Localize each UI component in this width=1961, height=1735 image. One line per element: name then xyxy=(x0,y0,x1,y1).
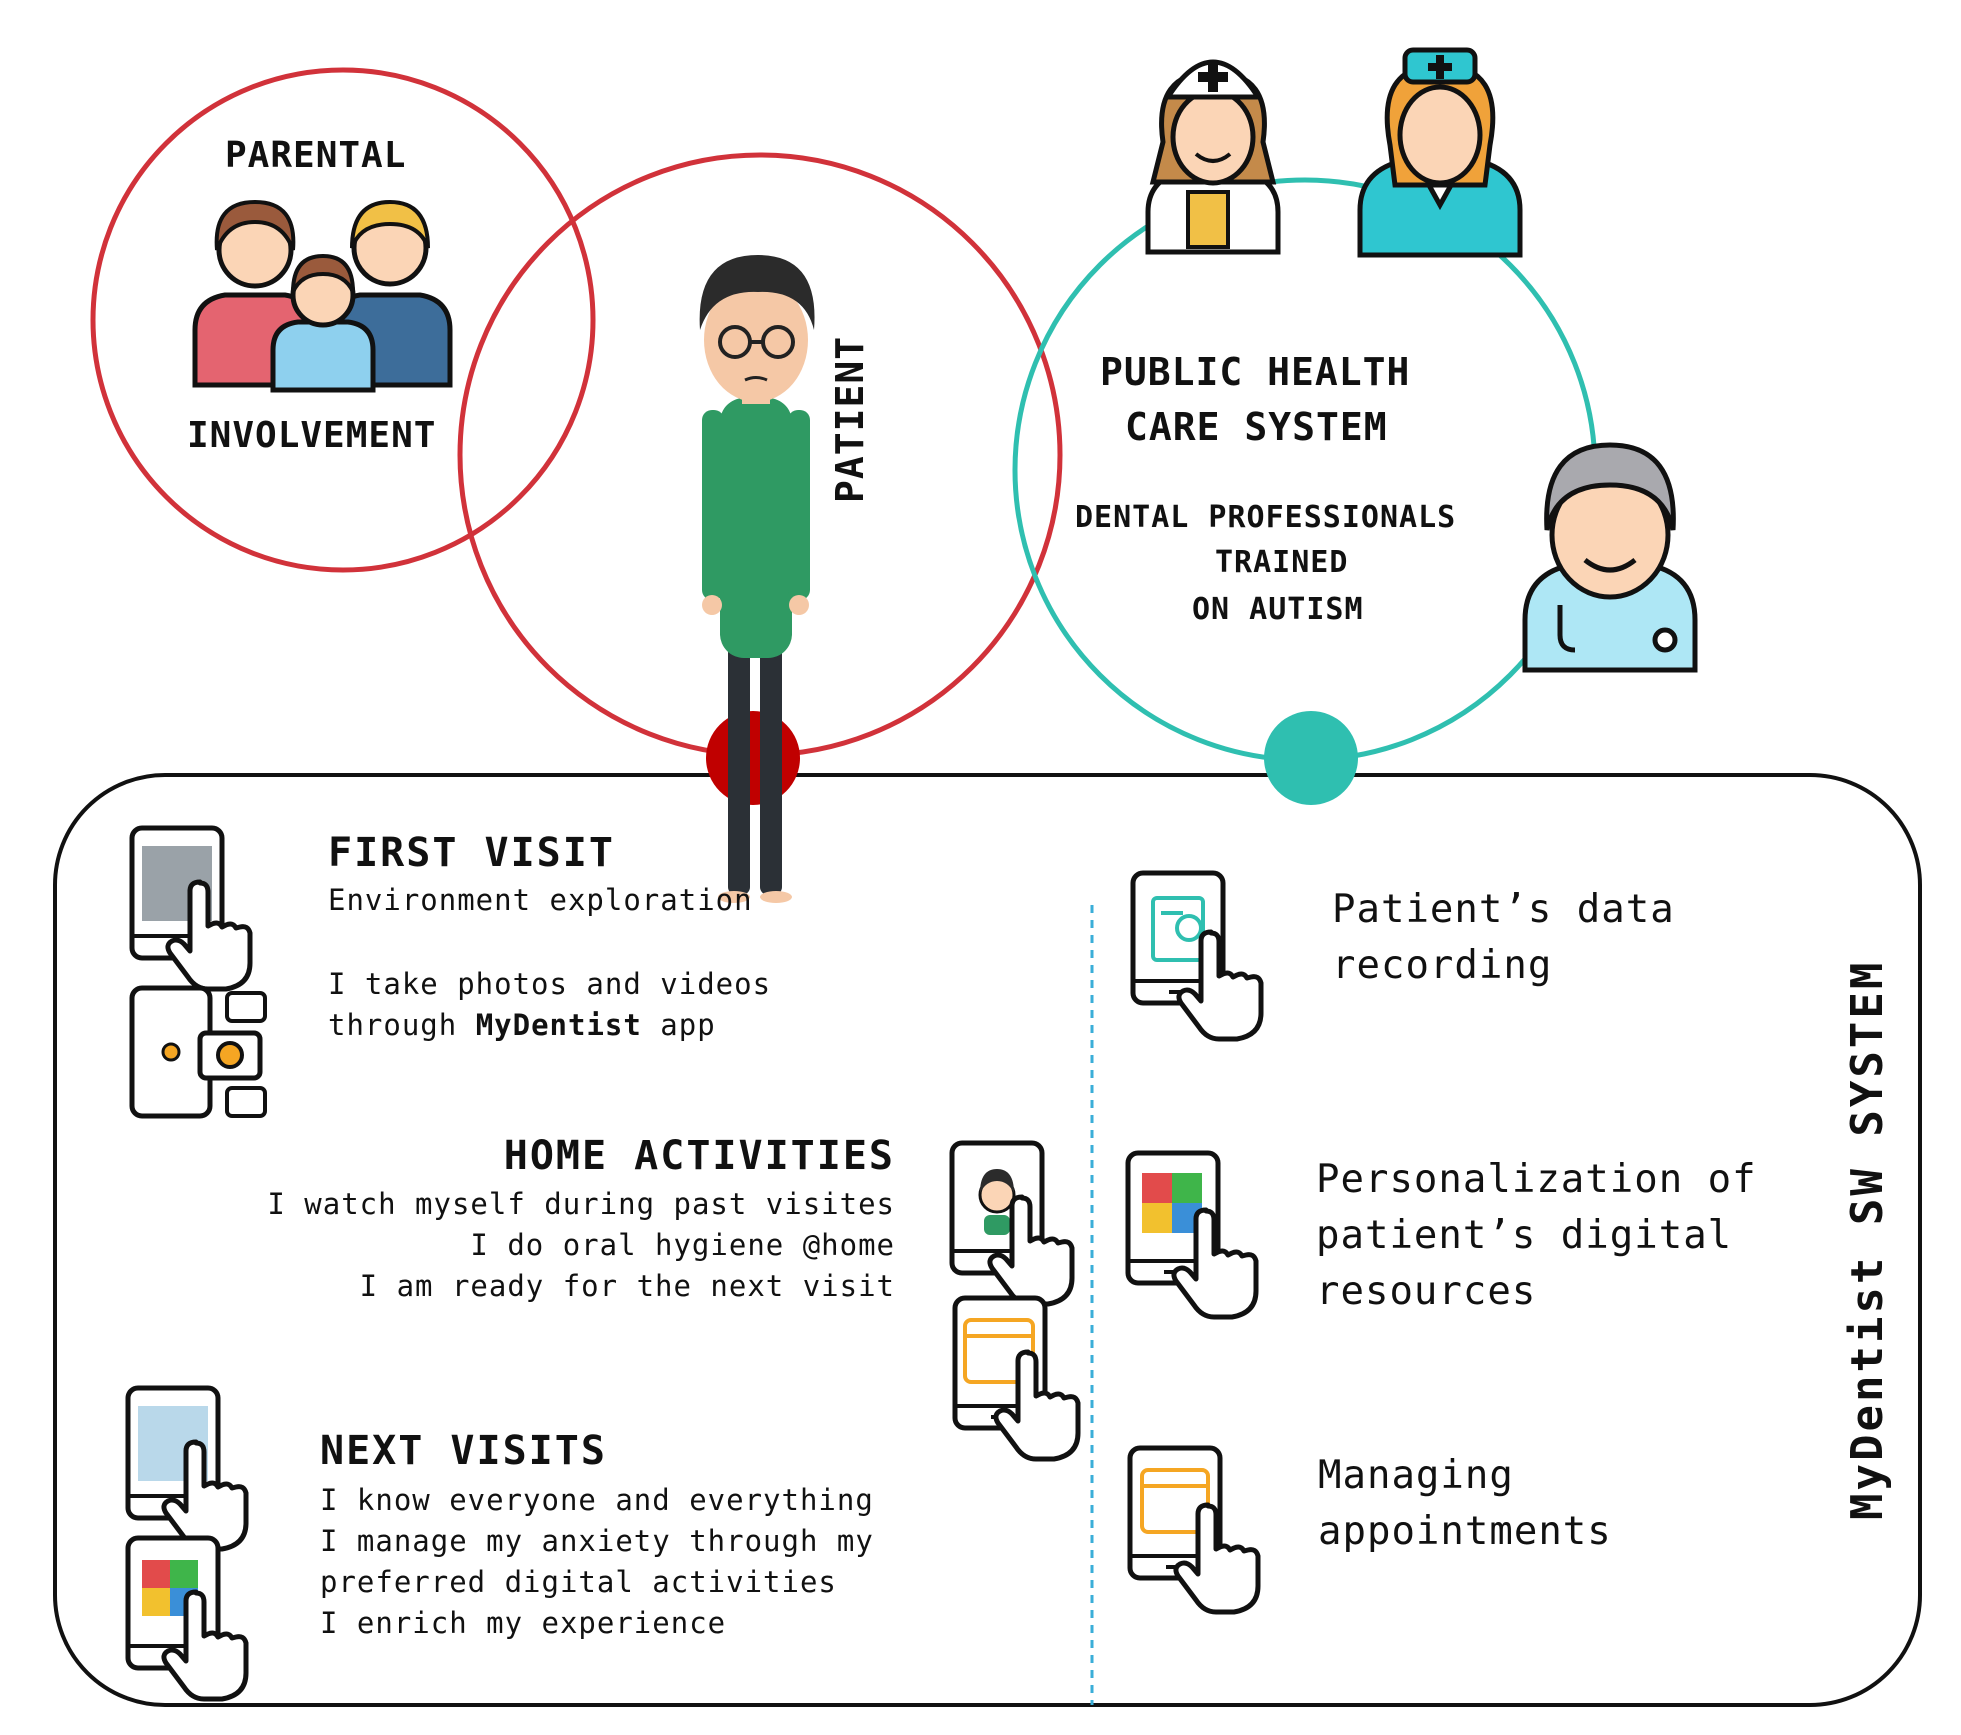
home-video-tablet-icon xyxy=(952,1143,1072,1304)
puzzle-tablet-icon xyxy=(128,1538,246,1699)
health-sub-line2: TRAINED xyxy=(1215,545,1349,580)
next-title: NEXT VISITS xyxy=(320,1428,607,1474)
patient-label: PATIENT xyxy=(828,335,872,503)
nurse-teal-icon xyxy=(1357,47,1523,258)
personalization-line3: resources xyxy=(1316,1269,1537,1314)
mydentist-name: MyDentist xyxy=(475,1008,642,1042)
dentist-icon xyxy=(1522,442,1698,673)
first-visit-line2: I take photos and videos xyxy=(328,967,772,1001)
family-icon xyxy=(192,199,453,393)
home-calendar-tablet-icon xyxy=(955,1298,1078,1459)
home-line2: I do oral hygiene @home xyxy=(470,1228,895,1262)
data-recording-line1: Patient’s data xyxy=(1332,887,1675,932)
personalization-line1: Personalization of xyxy=(1316,1157,1757,1202)
system-container xyxy=(53,773,1922,1707)
patient-node xyxy=(706,711,800,805)
health-sub-line1: DENTAL PROFESSIONALS xyxy=(1075,500,1457,535)
system-title: MyDentist SW SYSTEM xyxy=(1842,959,1893,1520)
line3-prefix: through xyxy=(328,1008,476,1042)
home-line1: I watch myself during past visites xyxy=(267,1187,895,1221)
next-line3: preferred digital activities xyxy=(320,1565,837,1599)
nurse-icon xyxy=(1145,59,1281,255)
first-visit-line1: Environment exploration xyxy=(328,883,753,917)
next-visit-tablet-icon xyxy=(128,1388,246,1549)
parental-circle xyxy=(90,67,596,573)
health-circle xyxy=(1012,177,1598,763)
parental-label: PARENTAL xyxy=(225,135,407,176)
data-recording-tablet-icon xyxy=(1133,873,1261,1039)
first-visit-line3: through MyDentist app xyxy=(328,1005,716,1046)
next-line4: I enrich my experience xyxy=(320,1606,727,1640)
home-title: HOME ACTIVITIES xyxy=(503,1133,895,1179)
first-visit-tablet-icon xyxy=(132,828,250,989)
health-title-line1: PUBLIC HEALTH xyxy=(1100,350,1411,394)
next-line1: I know everyone and everything xyxy=(320,1483,874,1517)
home-line3: I am ready for the next visit xyxy=(359,1269,895,1303)
health-sub-line3: ON AUTISM xyxy=(1192,592,1364,627)
health-title-line2: CARE SYSTEM xyxy=(1125,405,1388,449)
next-line2: I manage my anxiety through my xyxy=(320,1524,874,1558)
personalization-tablet-icon xyxy=(1128,1153,1256,1317)
appointments-tablet-icon xyxy=(1130,1448,1258,1612)
appointments-line2: appointments xyxy=(1318,1509,1612,1554)
involvement-label: INVOLVEMENT xyxy=(187,415,437,456)
personalization-line2: patient’s digital xyxy=(1316,1213,1733,1258)
data-recording-line2: recording xyxy=(1332,943,1553,988)
line3-suffix: app xyxy=(641,1008,716,1042)
health-node xyxy=(1264,711,1358,805)
first-visit-title: FIRST VISIT xyxy=(328,830,615,876)
camera-app-icon xyxy=(129,985,267,1119)
appointments-line1: Managing xyxy=(1318,1453,1514,1498)
patient-figure-icon xyxy=(699,255,815,903)
